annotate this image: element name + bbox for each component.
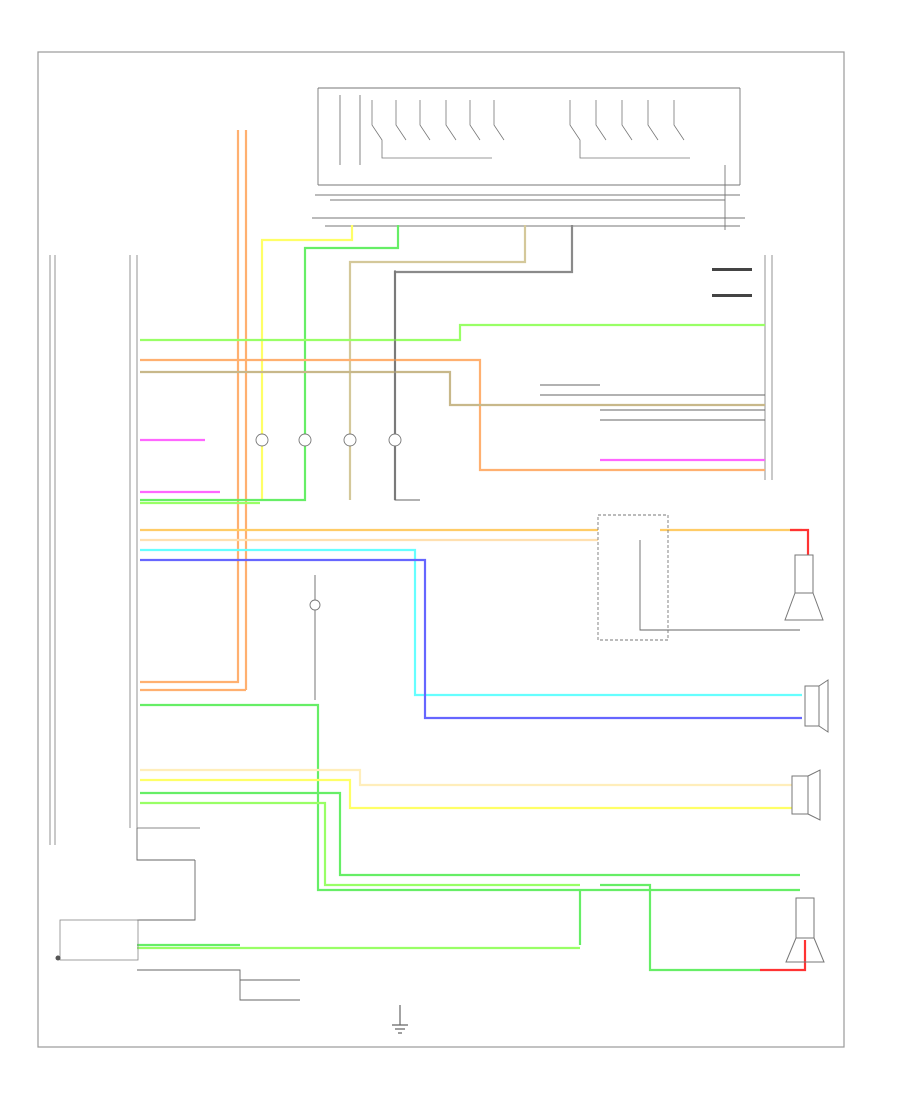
wire-lightgreen-right	[140, 703, 800, 892]
indicator-lamps	[255, 433, 402, 611]
wire-green-rear-1	[140, 791, 800, 877]
lamp-1	[255, 433, 269, 447]
control-module-box	[59, 919, 139, 961]
wire-tan	[348, 225, 527, 500]
wire-orange	[140, 130, 240, 684]
lamp-5	[309, 599, 321, 611]
wire-red-front	[790, 528, 810, 555]
wire-orange-2	[140, 130, 248, 692]
steering-wheel-controls-right	[569, 100, 690, 159]
wire-green	[140, 225, 400, 502]
lamp-2	[298, 433, 312, 447]
wires	[137, 130, 810, 972]
wire-green-lower	[137, 890, 582, 947]
right-rear-speaker	[804, 679, 829, 733]
wire-blue	[140, 558, 802, 720]
ground-point	[392, 1005, 408, 1034]
wire-orange-mid	[140, 358, 765, 472]
radio-module-connector	[49, 255, 200, 845]
wire-peach-rear	[140, 768, 800, 787]
left-rear-speaker	[791, 769, 821, 821]
diagram-frame	[37, 51, 845, 1048]
left-front-speaker	[784, 554, 824, 621]
wire-pink	[140, 438, 765, 462]
module-connector-dot	[55, 955, 61, 961]
right-connector	[764, 255, 773, 480]
wire-gray	[393, 225, 574, 500]
lamp-4	[388, 433, 402, 447]
speakers	[784, 554, 829, 963]
steering-wheel-controls-left	[371, 100, 505, 159]
lamp-3	[343, 433, 357, 447]
wire-cyan	[140, 548, 802, 697]
wire-green-bottom	[600, 883, 760, 972]
wire-red-speaker	[760, 940, 807, 972]
pin-markers	[712, 268, 752, 297]
wire-lightgreen-top	[140, 323, 765, 342]
left-front-amplifier	[597, 514, 669, 641]
wire-tan-mid	[140, 370, 765, 407]
right-front-speaker	[785, 897, 825, 963]
thin-wires	[136, 270, 800, 1001]
wire-yellow-rear	[140, 778, 800, 810]
wire-yellow	[260, 225, 354, 500]
steering-wheel-controls-box	[312, 87, 745, 230]
wire-green-rear-2	[140, 801, 580, 887]
